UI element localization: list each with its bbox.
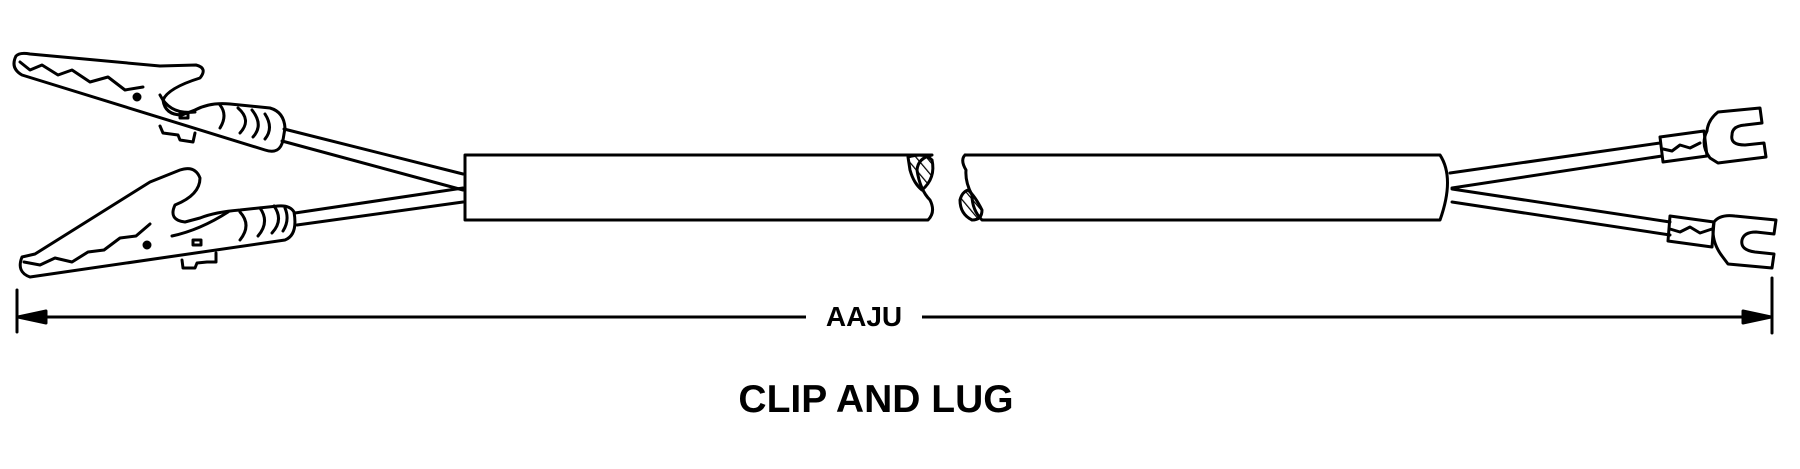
arrowhead-left-icon [16,309,48,325]
drawing-title: CLIP AND LUG [738,378,1014,421]
wires-right [1448,141,1672,237]
spade-lug-lower [1666,214,1778,270]
wires-left [280,127,465,227]
alligator-clip-upper [12,51,287,153]
cable-left-section [463,153,935,222]
cable-right-section [958,153,1449,222]
arrowhead-right-icon [1741,309,1773,325]
dimension-label: AAJU [806,300,922,334]
alligator-clip-lower [18,167,297,279]
spade-lug-upper [1658,106,1768,165]
